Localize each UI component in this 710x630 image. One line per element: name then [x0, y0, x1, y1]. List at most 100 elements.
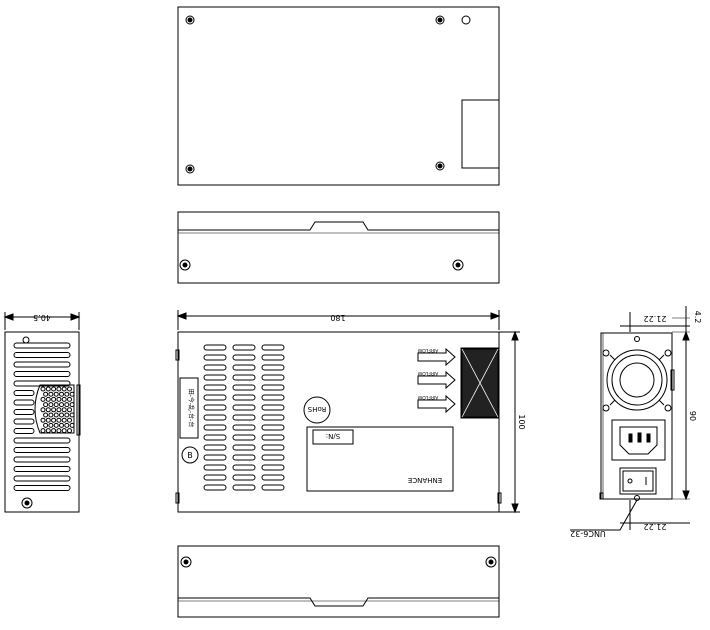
vent-slot	[203, 354, 227, 361]
dim-arrow	[682, 330, 690, 341]
vent-slot	[232, 384, 256, 391]
grille-hole	[56, 428, 62, 434]
grille-hole	[56, 407, 62, 413]
dim-arrow	[70, 313, 81, 321]
dim-label-offset-top: 21.22	[644, 314, 667, 323]
left-hex-grille	[34, 384, 75, 434]
airflow-arrow: AIRFLOW	[417, 394, 456, 414]
side-view-cover-line	[178, 221, 499, 231]
brand-label: ENHANCE	[408, 476, 442, 484]
grille-hole	[59, 422, 64, 428]
grille-hole	[45, 407, 51, 413]
grille-hole	[67, 428, 72, 434]
side-view-outline	[177, 545, 500, 618]
screw-spec-label: UNC6-32	[570, 529, 606, 538]
vent-slot	[13, 380, 71, 387]
vent-slot	[232, 454, 256, 461]
vent-slot	[232, 444, 256, 451]
fan-mount-hole	[664, 349, 672, 357]
left-vent-slots	[13, 342, 71, 491]
fan-mount-hole	[602, 404, 610, 412]
side-view-outline	[177, 211, 500, 284]
arrow-shape	[417, 370, 456, 390]
grille-hole	[48, 422, 54, 428]
grille-hole	[43, 412, 49, 418]
vent-slot	[203, 384, 227, 391]
grille-hole	[56, 396, 62, 402]
vent-slot	[13, 399, 35, 406]
vent-slot	[13, 409, 35, 415]
grille-hole	[48, 412, 54, 418]
dim-arrow	[176, 312, 187, 320]
ac-inlet-frame	[611, 419, 666, 461]
front-tab	[175, 349, 180, 361]
dim-label-100: 100	[517, 414, 526, 429]
grille-hole	[69, 402, 75, 408]
top-view-outline	[177, 6, 500, 186]
vent-slot	[261, 484, 285, 491]
fan-cutout-x	[461, 348, 499, 418]
grille-hole	[64, 402, 70, 408]
vent-slot	[13, 352, 71, 358]
front-view: AIRFLOW AIRFLOW AIRFLOW	[175, 310, 520, 514]
power-switch	[622, 470, 654, 492]
fan-strut	[658, 354, 665, 361]
vent-slot	[261, 464, 285, 471]
vent-slot	[13, 361, 71, 368]
side-view-upper	[177, 211, 500, 284]
grille-hole	[67, 386, 72, 392]
airflow-label: AIRFLOW	[417, 370, 438, 376]
vent-slot	[261, 454, 285, 461]
grille-hole	[43, 422, 49, 428]
fan-cutout	[460, 347, 500, 419]
vent-slot	[261, 384, 285, 391]
side-screw-center	[182, 262, 188, 268]
grille-hole	[61, 417, 67, 423]
dim-arrow	[490, 312, 501, 320]
airflow-label: AIRFLOW	[417, 347, 438, 353]
grille-hole	[53, 422, 59, 428]
vent-slot	[261, 374, 285, 381]
dim-arrow	[682, 490, 690, 501]
top-view-connector-cutout	[461, 99, 500, 169]
vent-slot	[203, 484, 227, 491]
dim-label-4-2: 4.2	[693, 311, 702, 324]
front-view-outline	[177, 331, 500, 513]
grille-hole	[64, 391, 70, 397]
left-hole	[22, 336, 30, 344]
grille-hole	[51, 428, 57, 434]
fan-ring	[611, 354, 663, 406]
label-area	[306, 426, 454, 492]
grille-hole	[67, 417, 72, 423]
screw-hole	[185, 164, 195, 174]
vent-slot	[232, 344, 256, 351]
vent-slot	[232, 474, 256, 481]
vent-slot	[203, 424, 227, 431]
vent-hole	[461, 15, 471, 25]
grille-hole	[61, 428, 67, 434]
vent-slot	[203, 364, 227, 371]
grille-hole	[59, 391, 64, 397]
ac-pin	[646, 433, 651, 443]
grille-hole	[45, 428, 51, 434]
grille-hole	[69, 412, 75, 418]
grille-hole	[61, 386, 67, 392]
vent-slot	[203, 394, 227, 401]
vent-slot	[261, 424, 285, 431]
side-screw-center	[488, 559, 494, 565]
grille-hole	[40, 428, 46, 434]
vent-slot	[232, 414, 256, 421]
grille-hole	[45, 417, 51, 423]
dim-arrow	[511, 330, 519, 341]
vent-slot	[261, 444, 285, 451]
grille-hole	[48, 402, 54, 408]
side-screw	[179, 259, 191, 271]
vent-slot	[13, 485, 71, 491]
fan-hub	[619, 362, 655, 398]
grille-hole	[69, 391, 75, 397]
dim-label-180: 180	[330, 313, 345, 322]
right-tab	[599, 492, 604, 500]
right-side-tab	[670, 369, 675, 391]
screw-leader	[570, 499, 638, 531]
